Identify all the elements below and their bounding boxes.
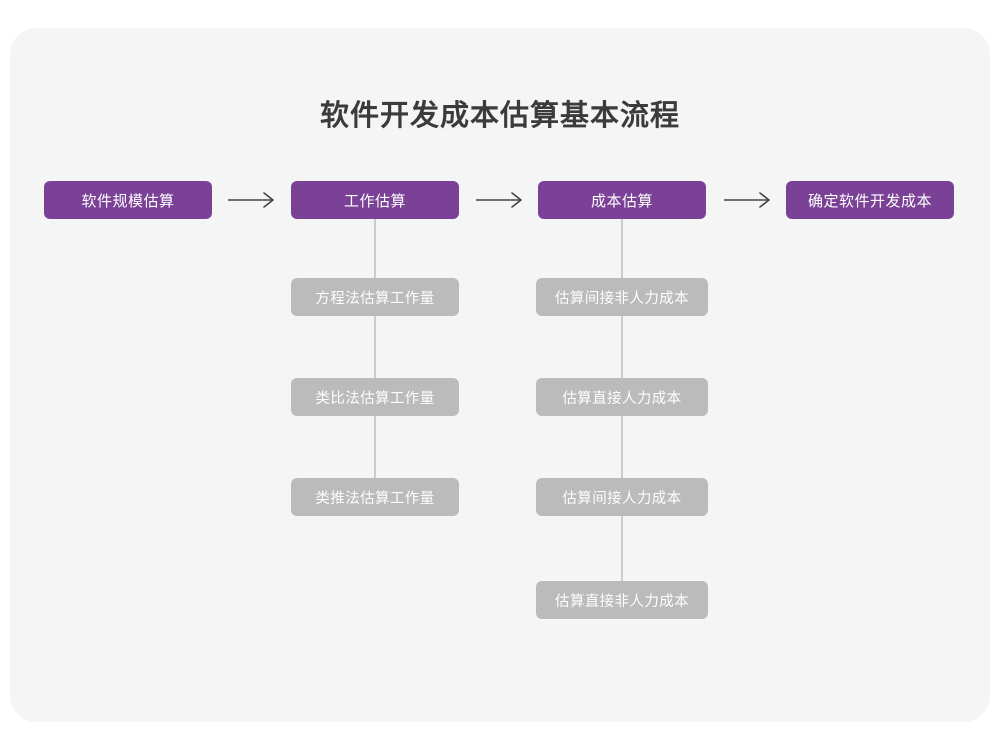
page-title: 软件开发成本估算基本流程	[319, 100, 680, 132]
sub-node-cost-indirect-labor[interactable]: 估算间接人力成本	[536, 478, 708, 516]
flow-node-cost-estimation[interactable]: 成本估算	[538, 181, 706, 219]
flow-node-determine-dev-cost[interactable]: 确定软件开发成本	[786, 181, 954, 219]
connector-line-cost-3	[621, 416, 623, 478]
connector-line-work-2	[374, 316, 376, 378]
flow-node-work-estimation[interactable]: 工作估算	[291, 181, 459, 219]
sub-node-work-equation-method[interactable]: 方程法估算工作量	[291, 278, 459, 316]
sub-node-cost-direct-nonlabor[interactable]: 估算直接非人力成本	[536, 581, 708, 619]
sub-node-cost-direct-labor[interactable]: 估算直接人力成本	[536, 378, 708, 416]
sub-node-cost-indirect-nonlabor[interactable]: 估算间接非人力成本	[536, 278, 708, 316]
arrow-right-icon-2	[476, 192, 522, 208]
diagram-card	[10, 28, 990, 722]
connector-line-cost-4	[621, 516, 623, 581]
flow-node-software-scale-estimation[interactable]: 软件规模估算	[44, 181, 212, 219]
connector-line-work-1	[374, 213, 376, 279]
sub-node-work-analogy-method[interactable]: 类比法估算工作量	[291, 378, 459, 416]
sub-node-work-inference-method[interactable]: 类推法估算工作量	[291, 478, 459, 516]
connector-line-cost-2	[621, 316, 623, 378]
arrow-right-icon-3	[724, 192, 770, 208]
connector-line-work-3	[374, 416, 376, 478]
arrow-right-icon-1	[228, 192, 274, 208]
connector-line-cost-1	[621, 213, 623, 279]
